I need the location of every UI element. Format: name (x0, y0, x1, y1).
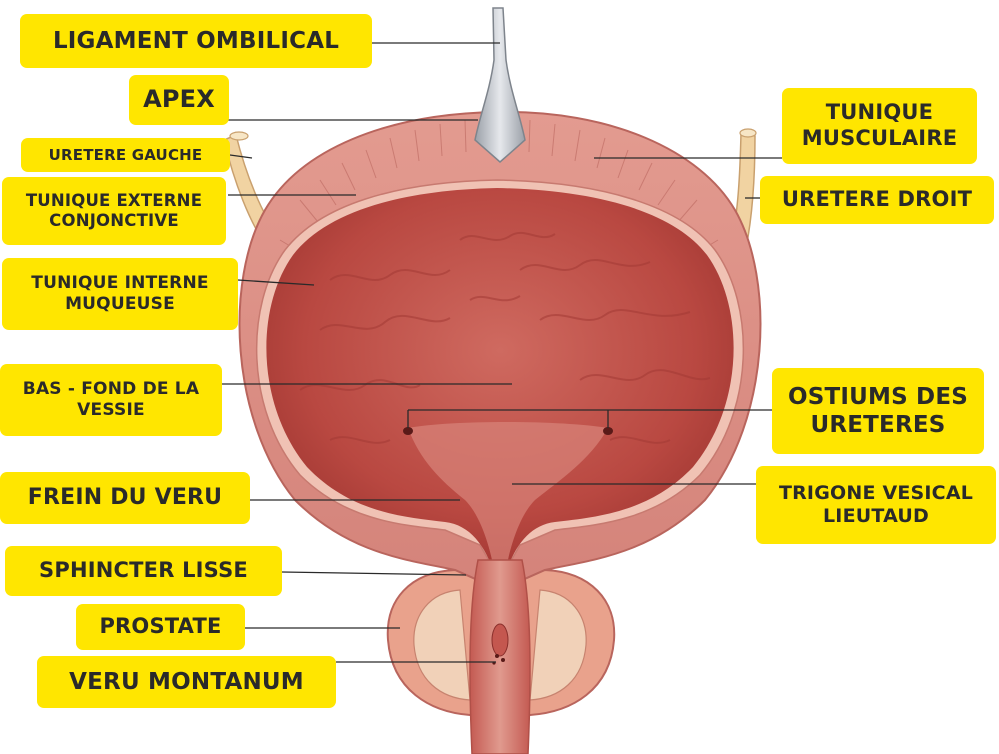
label-uretere-gauche: URETERE GAUCHE (21, 138, 230, 172)
label-tunique-externe: TUNIQUE EXTERNE CONJONCTIVE (2, 177, 226, 245)
mucosal-folds (299, 231, 711, 444)
label-prostate: PROSTATE (76, 604, 245, 650)
umbilical-ligament (474, 7, 526, 163)
urethra (469, 559, 531, 754)
trigone-area (408, 422, 608, 575)
label-tunique-interne: TUNIQUE INTERNE MUQUEUSE (2, 258, 238, 330)
label-ostiums-des-ureteres: OSTIUMS DES URETERES (772, 368, 984, 454)
label-sphincter-lisse: SPHINCTER LISSE (5, 546, 282, 596)
right-ureteral-orifice (603, 427, 613, 435)
prostate-left-lobe-inner (413, 589, 471, 701)
bladder-cavity (266, 188, 734, 575)
label-ligament-ombilical: LIGAMENT OMBILICAL (20, 14, 372, 68)
right-ureter-opening (739, 128, 757, 138)
label-apex: APEX (129, 75, 229, 125)
label-trigone-vesical: TRIGONE VESICAL LIEUTAUD (756, 466, 996, 544)
left-ureteral-orifice (403, 427, 413, 435)
leader-lines (222, 42, 782, 663)
prostate-right-lobe-inner (529, 589, 587, 701)
label-uretere-droit: URETERE DROIT (760, 176, 994, 224)
label-bas-fond-vessie: BAS - FOND DE LA VESSIE (0, 364, 222, 436)
label-veru-montanum: VERU MONTANUM (37, 656, 336, 708)
label-tunique-musculaire: TUNIQUE MUSCULAIRE (782, 88, 977, 164)
label-frein-du-veru: FREIN DU VERU (0, 472, 250, 524)
veru-montanum-mark (491, 623, 509, 657)
left-ureter-opening (229, 131, 249, 141)
